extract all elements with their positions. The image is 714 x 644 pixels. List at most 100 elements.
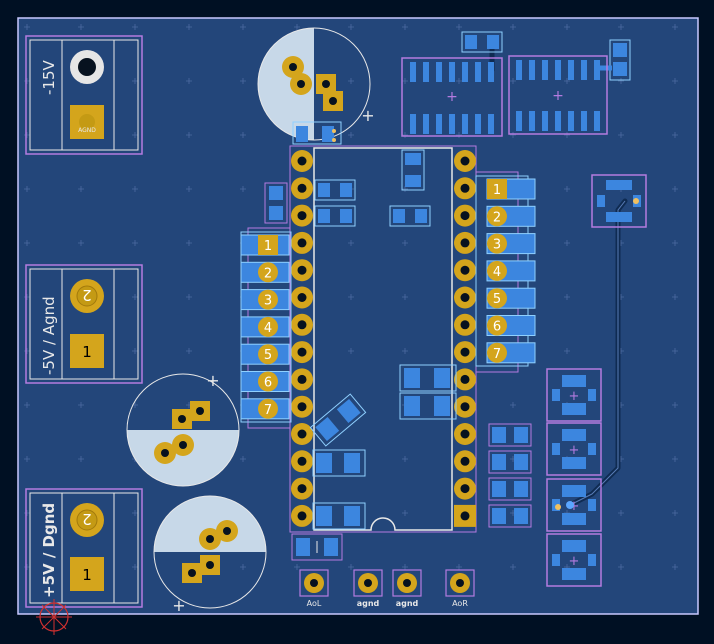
header-pin-label: 2 [493,210,501,225]
soic-pin [488,114,494,134]
soic-pin [555,60,561,80]
svg-text:2: 2 [82,286,92,304]
header-pin-label: 6 [264,376,272,391]
connector-neg5v-agnd[interactable]: -5V / Agnd 2 1 [25,264,143,384]
capacitor-top[interactable]: + [257,27,375,141]
diode-outline [546,368,602,422]
header-pin [258,398,278,419]
header-pin [487,288,507,309]
diode-pad [562,375,586,387]
svg-text:+: + [569,443,580,458]
smd-r-top-center[interactable] [292,121,342,145]
connector-pos5v-dgnd[interactable]: +5V / Dgnd 2 1 [25,488,143,608]
soic-pin [516,60,522,80]
test-point-label: agnd [357,599,380,608]
test-point-label: AoR [452,599,468,608]
header-pin [258,289,278,310]
soic-pin [568,60,574,80]
soic-chip-2[interactable]: + [508,55,608,135]
header-pin [487,206,507,227]
connector-pad-1 [70,557,104,591]
header-pin-label: 1 [493,183,501,198]
soic-pin [410,114,416,134]
header-pin-label: 4 [493,265,501,280]
connector-label-neg15v: -15V [40,60,58,95]
soic-pin [462,114,468,134]
soic-pin [594,111,600,131]
ic-body-outline [313,147,453,531]
header-pin-label: 1 [264,239,272,254]
smd-c-diagonal[interactable] [309,393,367,447]
soic-pin [568,111,574,131]
header-pin-label: 7 [493,347,501,362]
svg-text:2: 2 [82,510,92,528]
smd-r-ic-1[interactable] [314,179,356,201]
capacitor-middle[interactable]: + [126,371,240,487]
soic-pin [529,60,535,80]
test-point[interactable]: agnd [353,569,383,608]
header-pin [487,342,507,363]
test-point[interactable]: AoL [299,569,329,608]
soic-pin [423,114,429,134]
smd-r-top-far-right[interactable] [600,39,631,81]
smd-c-ic-1[interactable] [399,364,457,392]
header-pin [487,233,507,254]
svg-text:1: 1 [82,566,92,584]
smd-diodes-right[interactable]: ++++ [546,368,602,587]
diode-pad [562,513,586,525]
smd-r-ic-3[interactable] [389,205,431,227]
connector-pin-label-agnd: AGND [78,127,96,134]
soic-pin [410,62,416,82]
soic-pin [542,111,548,131]
ic-left-pins [291,150,313,527]
header-pin-label: 4 [264,321,272,336]
soic-pin [462,62,468,82]
header-pin-label: 2 [264,266,272,281]
header-pin-1 [487,179,507,199]
smd-r-vertical-left[interactable] [264,182,288,224]
header-pin-label: 3 [264,294,272,309]
soic-pin [436,62,442,82]
soic-pin [449,62,455,82]
smd-r-ic-vertical[interactable] [401,149,425,191]
svg-text:+: + [172,596,185,615]
smd-c-ic-3[interactable] [312,449,366,477]
svg-text:+: + [569,389,580,404]
header-pin-label: 3 [493,238,501,253]
soic-pin [542,60,548,80]
ic-dip28[interactable] [289,145,477,533]
svg-text:+: + [206,371,219,390]
smd-r-top-right[interactable] [461,31,503,53]
diode-pad [562,540,586,552]
diode-outline [546,422,602,476]
diode-pad [562,429,586,441]
test-point[interactable]: AoR [445,569,475,608]
connector-neg15v[interactable]: -15V AGND [25,35,143,155]
capacitor-bottom[interactable]: + [153,495,267,615]
header-pin-1 [258,235,278,255]
header-pin [258,262,278,283]
header-pin [487,315,507,336]
soic-pin [594,60,600,80]
soic-pin [475,114,481,134]
soic-pin [529,111,535,131]
svg-text:+: + [552,88,564,104]
smd-module-right[interactable] [591,174,647,228]
header-pin [258,371,278,392]
soic-chip-1[interactable]: + [401,57,503,137]
smd-r-ic-2[interactable] [314,205,356,227]
diode-outline [546,478,602,532]
soic-pin [516,111,522,131]
header-pin-label: 5 [264,348,272,363]
smd-c-bottom-center[interactable] [291,533,343,561]
diode-pad [562,403,586,415]
test-point[interactable]: agnd [392,569,422,608]
smd-c-ic-2[interactable] [399,392,457,420]
test-point-label: AoL [307,599,322,608]
smd-r-right-stack[interactable] [488,423,532,528]
smd-c-ic-4[interactable] [312,502,366,530]
diode-pad [562,568,586,580]
